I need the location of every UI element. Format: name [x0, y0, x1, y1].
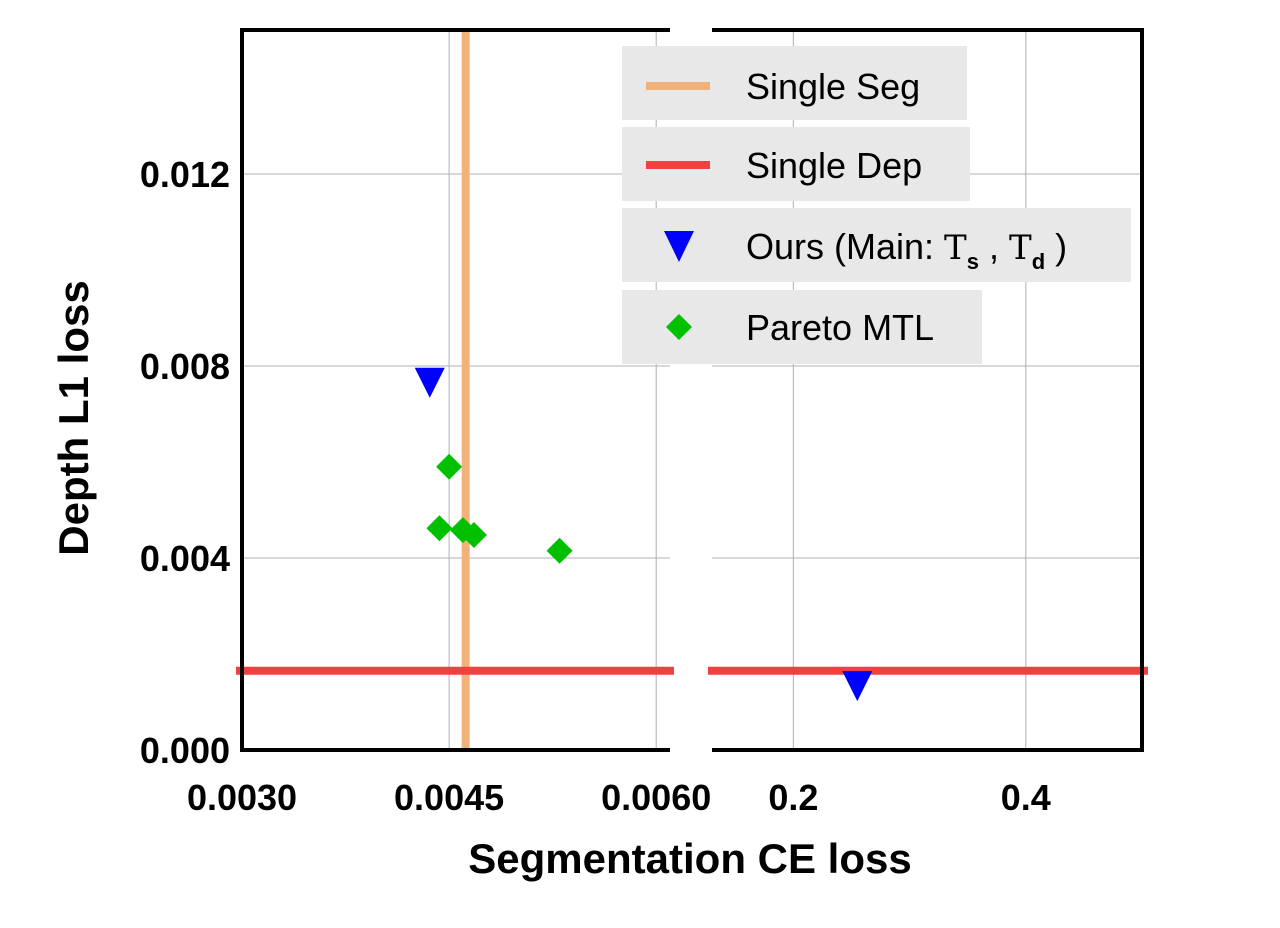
x-axis-title: Segmentation CE loss — [468, 835, 911, 882]
legend-swatch-ours — [664, 231, 694, 262]
legend-ours-sep: , — [979, 226, 1009, 267]
pareto-point — [436, 453, 463, 480]
x-tick-label: 0.4 — [1001, 777, 1051, 818]
legend-ours-suffix: ) — [1045, 226, 1067, 267]
axes-frame — [240, 28, 1144, 752]
legend-label-pareto: Pareto MTL — [746, 307, 934, 348]
pareto-point — [460, 521, 487, 548]
legend-label-single-seg: Single Seg — [746, 66, 920, 107]
x-tick-label: 0.2 — [768, 777, 818, 818]
y-tick-label: 0.008 — [140, 346, 230, 387]
data-points — [414, 367, 873, 702]
pareto-point — [546, 537, 573, 564]
reference-lines — [236, 30, 1148, 750]
legend-ours-t2: T — [1009, 228, 1032, 268]
right-panel-frame — [712, 28, 1144, 752]
y-tick-label: 0.012 — [140, 154, 230, 195]
legend-label-ours: Ours (Main: Ts , Td ) — [746, 226, 1067, 274]
legend-box-ours — [622, 208, 1131, 282]
ours-point — [414, 367, 445, 398]
legend-swatch-pareto — [666, 314, 692, 340]
x-tick-label: 0.0030 — [187, 777, 297, 818]
legend-ours-sub2: d — [1032, 249, 1045, 274]
legend-ours-t1: T — [944, 228, 967, 268]
left-panel-frame — [240, 28, 670, 752]
y-tick-label: 0.000 — [140, 730, 230, 771]
legend-ours-prefix: Ours (Main: — [746, 226, 944, 267]
legend: Single Seg Single Dep Ours (Main: Ts , T… — [622, 46, 1131, 364]
y-axis-title: Depth L1 loss — [50, 280, 97, 555]
pareto-point — [426, 515, 453, 542]
legend-ours-sub1: s — [967, 249, 979, 274]
x-tick-label: 0.0060 — [601, 777, 711, 818]
legend-label-single-dep: Single Dep — [746, 145, 922, 186]
y-tick-label: 0.004 — [140, 538, 230, 579]
tick-labels: 0.000 0.004 0.008 0.012 0.0030 0.0045 0.0060 0.… — [140, 154, 1051, 818]
ours-point — [842, 671, 873, 702]
x-tick-label: 0.0045 — [394, 777, 504, 818]
